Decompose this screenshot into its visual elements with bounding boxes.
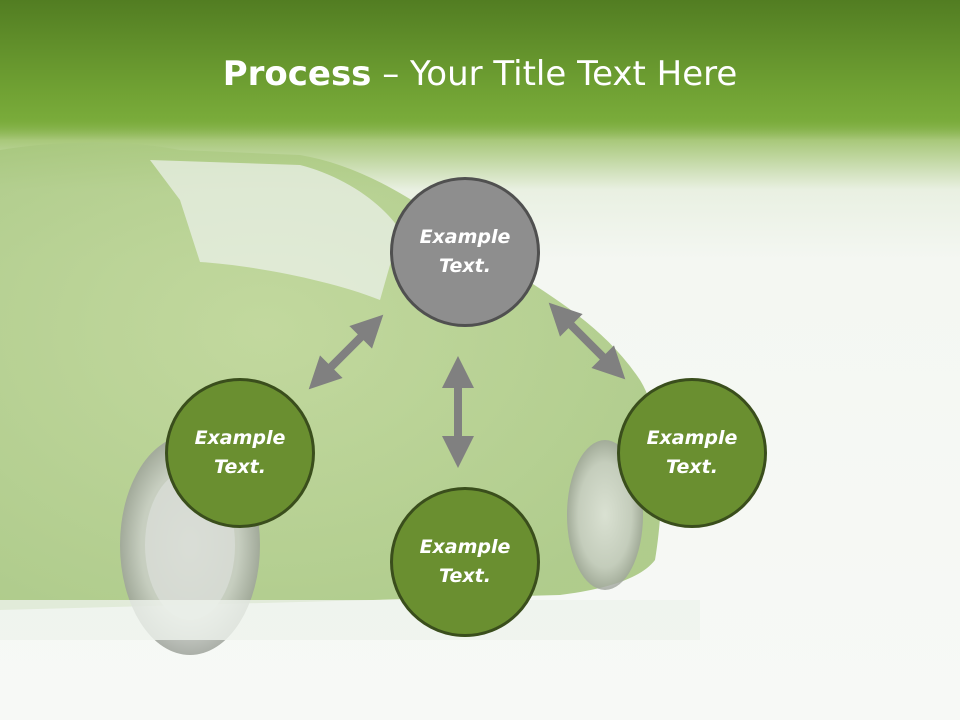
title-bold: Process: [222, 54, 372, 94]
car-window-shape: [150, 160, 400, 300]
process-node-bottom-label: Example Text.: [419, 536, 511, 587]
process-node-right-label: Example Text.: [646, 427, 738, 478]
process-node-right: Example Text.: [617, 378, 767, 528]
title-rest: – Your Title Text Here: [371, 54, 738, 94]
process-node-top: Example Text.: [390, 177, 540, 327]
process-node-top-label: Example Text.: [419, 226, 511, 277]
arrow-top-left: [308, 314, 384, 390]
arrow-top-right: [548, 302, 626, 380]
process-node-left: Example Text.: [165, 378, 315, 528]
process-node-left-label: Example Text.: [194, 427, 286, 478]
header-band: [0, 0, 960, 140]
process-node-bottom: Example Text.: [390, 487, 540, 637]
slide-title: Process – Your Title Text Here: [0, 52, 960, 96]
